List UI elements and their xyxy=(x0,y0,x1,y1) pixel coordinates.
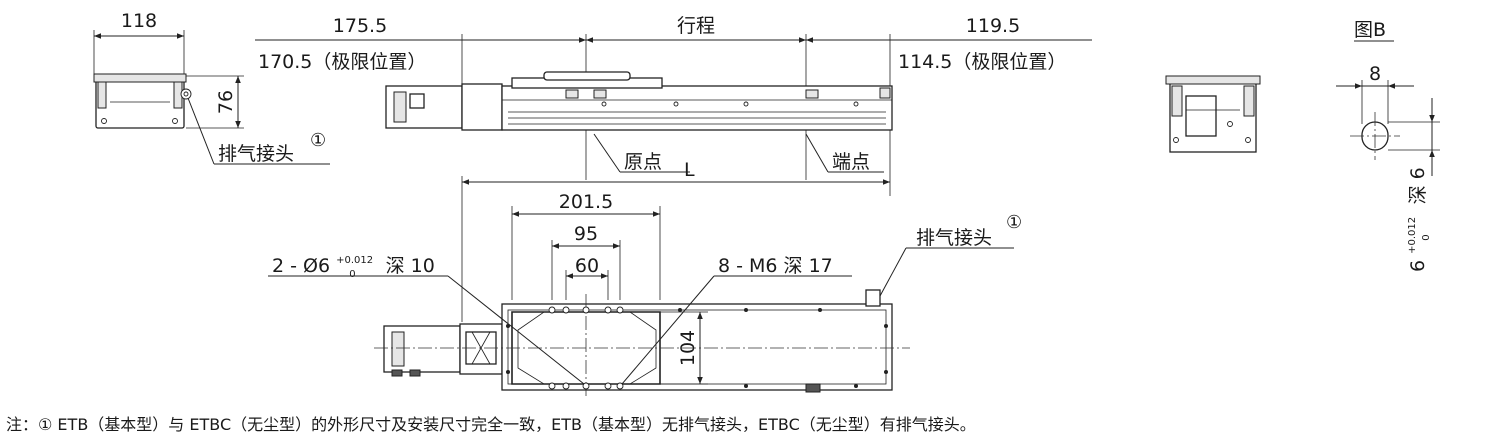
dim-stroke: 行程 xyxy=(677,15,715,37)
detail-b: 图B 8 6 +0.012 0 深 6 xyxy=(1336,19,1440,272)
dim-95: 95 xyxy=(574,223,598,245)
footnote: 注：① ETB（基本型）与 ETBC（无尘型）的外形尺寸及安装尺寸完全一致，ET… xyxy=(6,415,976,434)
dim-104: 104 xyxy=(677,330,699,366)
callout-pin-holes: 2 - Ø6 +0.012 0 深 10 xyxy=(272,246,435,282)
detail-b-title: 图B xyxy=(1354,19,1386,41)
pin-hole-suffix: 深 10 xyxy=(386,255,435,277)
bottom-view: 201.5 95 60 xyxy=(268,176,1022,398)
note-mark-bottom: ① xyxy=(1006,212,1022,233)
side-view: 175.5 行程 119.5 170.5（极限位置） 114.5（极限位置） 原… xyxy=(255,15,1092,196)
end-view: 118 76 排气接头 ① xyxy=(93,10,330,165)
dim-60: 60 xyxy=(575,255,599,277)
pin-hole-prefix: 2 - Ø6 xyxy=(272,255,330,277)
label-end-point: 端点 xyxy=(832,151,870,173)
depth-tol-upper: +0.012 xyxy=(1407,217,1418,254)
pin-hole-tol-lower: 0 xyxy=(349,269,355,280)
dim-8: 8 xyxy=(1369,63,1381,85)
depth-suffix: 深 6 xyxy=(1407,167,1429,204)
dim-119-5: 119.5 xyxy=(966,15,1020,37)
dim-76: 76 xyxy=(215,90,237,114)
pin-hole-tol-upper: +0.012 xyxy=(336,255,373,266)
dim-201-5: 201.5 xyxy=(559,191,613,213)
depth-tol-lower: 0 xyxy=(1421,234,1432,240)
dim-118: 118 xyxy=(121,10,157,32)
callout-m6-taps: 8 - M6 深 17 xyxy=(718,255,833,277)
detail-b-depth: 6 +0.012 0 深 6 xyxy=(1398,167,1434,272)
label-origin: 原点 xyxy=(624,151,662,173)
dim-170-5-limit: 170.5（极限位置） xyxy=(258,51,426,73)
dim-114-5-limit: 114.5（极限位置） xyxy=(898,51,1066,73)
label-L: L xyxy=(684,159,695,181)
note-mark-end: ① xyxy=(310,130,326,151)
depth-base: 6 xyxy=(1407,260,1429,272)
label-vent-fitting-end: 排气接头 xyxy=(218,143,294,165)
dim-175-5: 175.5 xyxy=(333,15,387,37)
label-vent-fitting-bottom: 排气接头 xyxy=(916,227,992,249)
right-end-view xyxy=(1165,75,1261,153)
